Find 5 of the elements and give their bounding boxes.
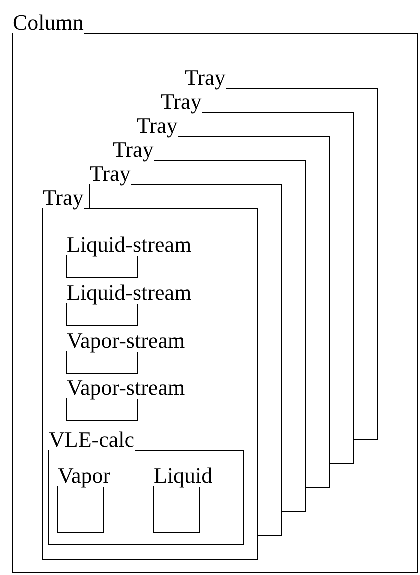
node-label: Liquid-stream (67, 234, 192, 256)
node-label: Liquid-stream (67, 282, 192, 304)
node-label: Liquid (154, 465, 213, 487)
node-label: VLE-calc (49, 429, 134, 451)
node-label: Column (13, 12, 84, 34)
